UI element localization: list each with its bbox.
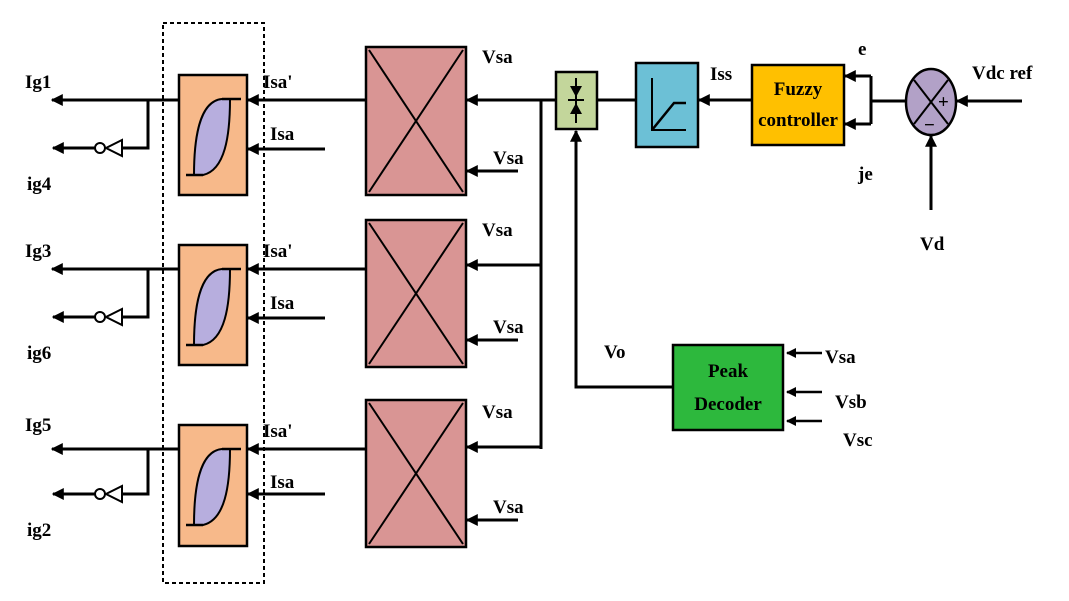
- peak-title-line2: Decoder: [694, 394, 762, 415]
- peak-input-vsa: Vsa: [825, 347, 856, 368]
- mult-in-top-label-3: Vsa: [482, 402, 513, 423]
- sum-minus-sign: −: [924, 115, 935, 136]
- sum-plus-sign: +: [938, 92, 949, 113]
- hysteresis-block-2: [177, 243, 249, 367]
- mult-in-bottom-label-2: Vsa: [493, 317, 524, 338]
- mult-in-top-label-1: Vsa: [482, 47, 513, 68]
- mult-in-bottom-label-3: Vsa: [493, 497, 524, 518]
- multiplier-block-1: [364, 45, 468, 197]
- hyst-ref-label-1: Isa': [263, 72, 293, 93]
- gate-label-bottom-2: ig6: [27, 343, 51, 364]
- fuzzy-title-line2: controller: [758, 110, 838, 131]
- limiter-output-label: Iss: [710, 64, 732, 85]
- hysteresis-group-box: [162, 22, 265, 584]
- gate-label-bottom-3: ig2: [27, 520, 51, 541]
- gate-label-top-2: Ig3: [25, 241, 51, 262]
- hysteresis-block-1: [177, 73, 249, 197]
- hyst-meas-label-1: Isa: [270, 124, 295, 145]
- hysteresis-block-3: [177, 423, 249, 548]
- gate-label-top-1: Ig1: [25, 72, 51, 93]
- phase-row-3: Ig5 ig2 Isa' Isa Vsa Vsa: [25, 398, 541, 549]
- fuzzy-title-line1: Fuzzy: [774, 79, 823, 100]
- multiplier-block-2: [364, 218, 468, 369]
- hyst-ref-label-2: Isa': [263, 241, 293, 262]
- peak-input-vsc: Vsc: [843, 430, 873, 451]
- gate-label-top-3: Ig5: [25, 415, 51, 436]
- phase-row-2: Ig3 ig6 Isa' Isa Vsa Vsa: [25, 218, 541, 369]
- mult-in-top-label-2: Vsa: [482, 220, 513, 241]
- vdc-ref-label: Vdc ref: [972, 63, 1033, 84]
- hyst-meas-label-2: Isa: [270, 293, 295, 314]
- fuzzy-int-error-label: je: [857, 164, 873, 185]
- mult-in-bottom-label-1: Vsa: [493, 148, 524, 169]
- hyst-meas-label-3: Isa: [270, 472, 295, 493]
- error-summing-junction: + −: [904, 67, 958, 137]
- peak-input-vsb: Vsb: [835, 392, 867, 413]
- fuzzy-controller-block: Fuzzy controller: [750, 63, 846, 147]
- multiplier-block-3: [364, 398, 468, 549]
- phase-row-1: Ig1 ig4 Isa' Isa Vsa Vsa: [25, 45, 541, 197]
- junction-block: [554, 70, 599, 131]
- vd-label: Vd: [920, 234, 945, 255]
- limiter-block: [634, 61, 700, 149]
- peak-title-line1: Peak: [708, 361, 749, 382]
- hyst-ref-label-3: Isa': [263, 421, 293, 442]
- peak-decoder-block: Peak Decoder: [671, 343, 785, 432]
- fuzzy-error-label: e: [858, 39, 866, 60]
- vo-label: Vo: [604, 342, 625, 363]
- gate-label-bottom-1: ig4: [27, 174, 52, 195]
